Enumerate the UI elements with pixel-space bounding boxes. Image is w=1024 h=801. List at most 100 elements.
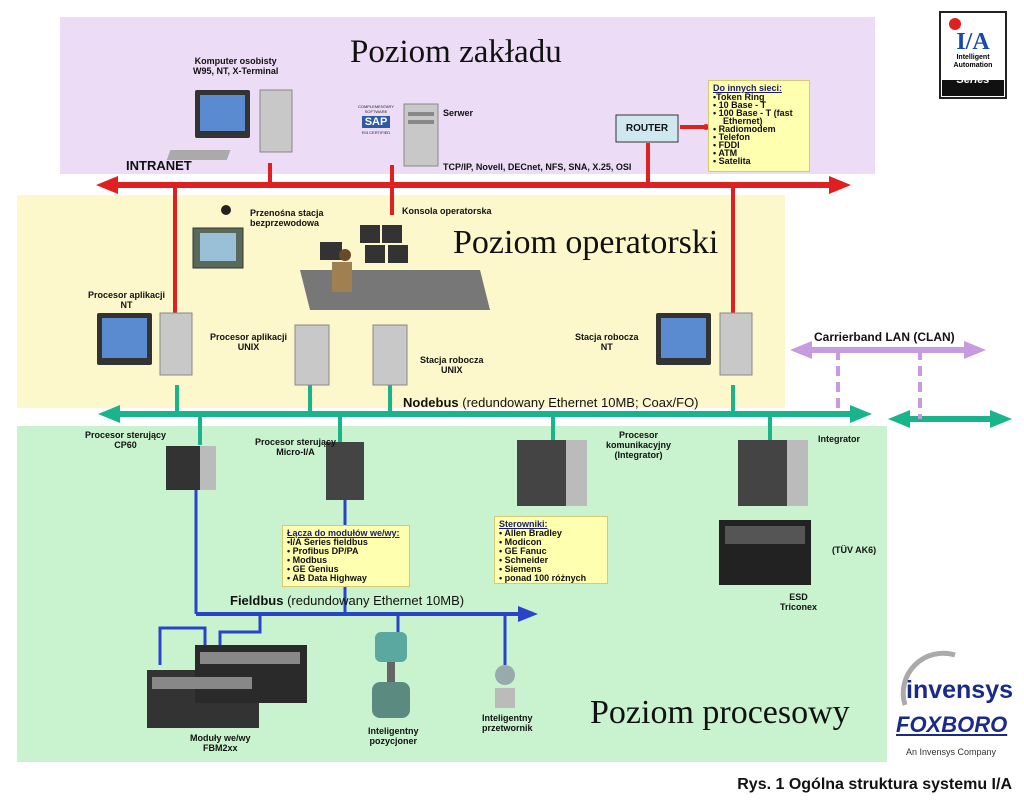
network-item: • Satelita <box>713 156 751 166</box>
cp60-line2: CP60 <box>114 440 137 450</box>
router-label: ROUTER <box>625 123 669 134</box>
network-item: • 100 Base - T (fast <box>713 108 793 118</box>
server-label: Serwer <box>443 108 474 118</box>
transmitter-icon <box>495 665 515 708</box>
foxboro-logo: FOXBORO <box>896 712 1008 737</box>
esd-label: ESD Triconex <box>780 592 817 612</box>
controller-item: • Siemens <box>499 564 542 574</box>
integrator-label: Integrator <box>818 434 861 444</box>
app-unix-line1: Procesor aplikacji <box>210 332 288 342</box>
operator-level-title: Poziom operatorski <box>453 224 719 261</box>
plant-level-title: Poziom zakładu <box>350 34 562 70</box>
comm-processor-label: Procesor komunikacyjny (Integrator) <box>606 430 671 460</box>
protocols-label: TCP/IP, Novell, DECnet, NFS, SNA, X.25, … <box>443 162 632 172</box>
integrator-icon <box>738 440 808 506</box>
app-nt-line2: NT <box>120 300 133 310</box>
positioner-label: Inteligentny pozycjoner <box>368 726 419 746</box>
ws-nt-line2: NT <box>600 342 613 352</box>
micro-ia-line1: Procesor sterujący <box>255 437 337 447</box>
controller-item: • ponad 100 różnych <box>499 573 587 583</box>
wireless-station-line2: bezprzewodowa <box>250 218 320 228</box>
ia-line2: Automation <box>953 62 993 69</box>
pc-label-line1: Komputer osobisty <box>194 56 277 66</box>
positioner-icon <box>372 632 410 718</box>
fieldbus <box>196 606 538 622</box>
wireless-station-icon <box>192 205 244 269</box>
micro-ia-label: Procesor sterujący Micro-I/A <box>255 437 336 457</box>
personal-computer-icon <box>166 89 293 160</box>
fieldbus-name: Fieldbus <box>230 593 284 608</box>
cp60-processor-icon <box>166 446 216 490</box>
app-nt-line1: Procesor aplikacji <box>88 290 166 300</box>
other-networks-title: Do innych sieci: <box>713 83 783 93</box>
pc-label-line2: W95, NT, X-Terminal <box>193 66 279 76</box>
process-level-title: Poziom procesowy <box>590 694 850 731</box>
invensys-logo: invensys <box>906 676 1014 704</box>
module-link-item: • GE Genius <box>287 564 339 574</box>
esd-line1: ESD <box>789 592 808 602</box>
controller-item: • Modicon <box>499 537 542 547</box>
module-link-item: • AB Data Highway <box>287 573 367 583</box>
controllers-title: Sterowniki: <box>499 519 548 529</box>
ws-nt-label: Stacja robocza NT <box>575 332 639 352</box>
app-nt-label: Procesor aplikacji NT <box>88 290 165 310</box>
intranet-label: INTRANET <box>126 158 192 173</box>
sap-bottom-text: R/3 CERTIFIED <box>361 130 391 135</box>
module-link-item: •I/A Series fieldbus <box>287 537 368 547</box>
ia-logo-text: I/A Intelligent Automation Series <box>942 30 1004 88</box>
transmitter-line2: przetwornik <box>482 723 533 733</box>
network-item: • Radiomodem <box>713 124 776 134</box>
ia-line1: Intelligent <box>956 54 990 61</box>
network-item: • FDDI <box>713 140 740 150</box>
carrierband-label: Carrierband LAN (CLAN) <box>814 330 955 344</box>
workstation-unix-icon <box>372 324 408 386</box>
console-label: Konsola operatorska <box>402 206 492 216</box>
network-item: • ATM <box>713 148 738 158</box>
transmitter-line1: Inteligentny <box>482 713 533 723</box>
app-unix-line2: UNIX <box>237 342 260 352</box>
operator-console-icon <box>300 225 490 310</box>
ws-unix-line2: UNIX <box>441 365 463 375</box>
positioner-line1: Inteligentny <box>368 726 419 736</box>
pc-label: Komputer osobisty W95, NT, X-Terminal <box>193 56 278 76</box>
esd-line2: Triconex <box>780 602 818 612</box>
module-link-item: • Modbus <box>287 555 328 565</box>
transmitter-label: Inteligentny przetwornik <box>482 713 533 733</box>
controller-item: • Schneider <box>499 555 549 565</box>
server-icon <box>403 103 439 167</box>
comm-line3: (Integrator) <box>614 450 663 460</box>
app-unix-label: Procesor aplikacji UNIX <box>210 332 287 352</box>
intranet-bus <box>96 176 851 194</box>
cp60-line1: Procesor sterujący <box>85 430 167 440</box>
sap-logo: COMPLEMENTARY SOFTWARE SAP R/3 CERTIFIED <box>356 104 396 138</box>
fbm-modules-icon <box>147 645 307 728</box>
sap-top-text: COMPLEMENTARY SOFTWARE <box>357 104 395 114</box>
controllers-box: Sterowniki: • Allen Bradley • Modicon • … <box>494 516 608 584</box>
ia-mark: I/A <box>956 29 990 55</box>
comm-processor-icon <box>517 440 587 506</box>
invensys-swoosh-icon <box>900 650 956 706</box>
nodebus-desc: (redundowany Ethernet 10MB; Coax/FO) <box>458 395 699 410</box>
ia-series-logo <box>939 11 1007 99</box>
positioner-line2: pozycjoner <box>369 736 418 746</box>
fieldbus-desc: (redundowany Ethernet 10MB) <box>283 593 465 608</box>
nodebus-name: Nodebus <box>403 395 459 410</box>
network-item: • Telefon <box>713 132 750 142</box>
figure-caption: Rys. 1 Ogólna struktura systemu I/A <box>737 776 1012 793</box>
ws-unix-label: Stacja robocza UNIX <box>420 355 484 375</box>
comm-line2: komunikacyjny <box>606 440 672 450</box>
nodebus-label: Nodebus (redundowany Ethernet 10MB; Coax… <box>403 395 699 410</box>
fieldbus-label: Fieldbus (redundowany Ethernet 10MB) <box>230 593 464 608</box>
fbm-line1: Moduły we/wy <box>190 733 251 743</box>
module-links-box: Łącza do modułów we/wy: •I/A Series fiel… <box>282 525 410 587</box>
ws-unix-line1: Stacja robocza <box>420 355 484 365</box>
comm-line1: Procesor <box>619 430 659 440</box>
network-item: Ethernet) <box>713 116 763 126</box>
network-item: •Token Ring <box>713 92 765 102</box>
workstation-nt-icon <box>656 312 753 376</box>
controller-item: • Allen Bradley <box>499 528 562 538</box>
app-processor-nt-icon <box>97 312 193 376</box>
network-item: • 10 Base - T <box>713 100 767 110</box>
tuv-label: (TÜV AK6) <box>832 545 877 555</box>
